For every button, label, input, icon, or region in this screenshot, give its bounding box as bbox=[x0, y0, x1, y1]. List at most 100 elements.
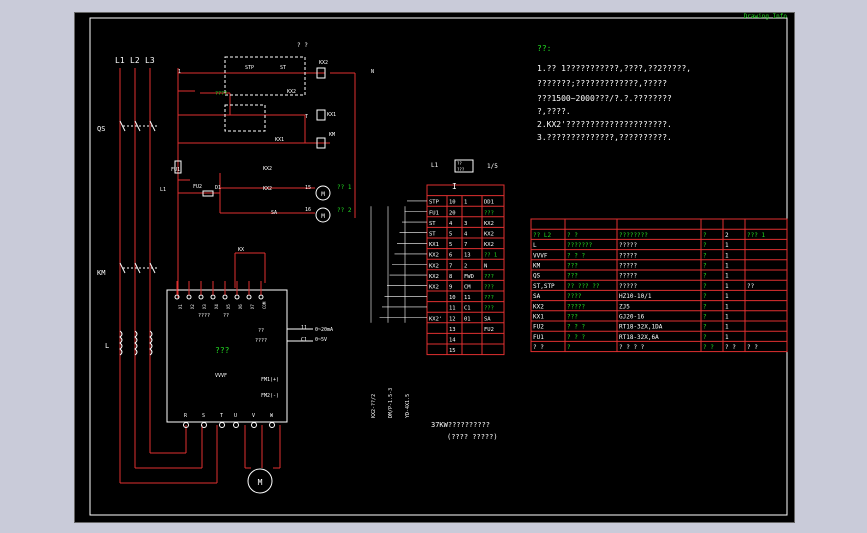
label-stp: STP bbox=[245, 65, 254, 71]
bom-cell: ????? bbox=[619, 242, 637, 249]
bom-cell: ??? bbox=[567, 314, 578, 321]
terminal-cell: 8 bbox=[449, 274, 452, 280]
vfd-out-v2: 0~5V bbox=[315, 337, 327, 343]
fuse-fu2 bbox=[202, 190, 214, 197]
label-qq1: ? ? bbox=[297, 42, 308, 49]
terminal-cell: STP bbox=[429, 200, 440, 206]
label-qs: QS bbox=[97, 125, 105, 133]
vfd-out-v1: 0~20mA bbox=[315, 327, 333, 333]
terminal-cell: FU1 bbox=[429, 210, 439, 216]
bom-cell: ? bbox=[703, 283, 707, 290]
bom-cell: RT18-32X,6A bbox=[619, 334, 659, 341]
fuse-fu1 bbox=[174, 160, 182, 174]
terminal-vertical-labels: KX2-??/2 DM/P-1.5-3 YD-4X1.5 bbox=[371, 388, 411, 418]
coil-note-box1: ?? bbox=[457, 161, 462, 166]
qs-switch bbox=[119, 120, 157, 132]
vfd-top-terminal bbox=[258, 294, 264, 300]
vfd-fm1: FM1(+) bbox=[261, 377, 279, 383]
terminal-cell: 10 bbox=[449, 295, 456, 301]
stp-st-dashed-box bbox=[224, 56, 306, 96]
terminal-cell: 15 bbox=[449, 348, 456, 354]
terminal-cell: KX2 bbox=[429, 253, 439, 259]
drawing-sheet: Drawing Info L1 L2 L3 bbox=[74, 12, 795, 523]
vfd-bottom-terminal bbox=[233, 422, 239, 428]
vfd-top-terminal-label: X1 bbox=[178, 304, 183, 309]
terminal-cell: KX2 bbox=[429, 263, 439, 269]
vfd-top-terminal-label: X5 bbox=[226, 304, 231, 309]
terminal-cell: 6 bbox=[449, 253, 452, 259]
bom-cell: ? ? ? bbox=[567, 252, 585, 259]
bom-cell: ??? bbox=[567, 263, 578, 270]
bom-cell: ? ? ? ? bbox=[619, 344, 645, 351]
terminal-cell: 11 bbox=[449, 306, 456, 312]
terminal-cell: N bbox=[484, 263, 487, 269]
label-l: L bbox=[105, 342, 109, 350]
coil-note-mark: 1/5 bbox=[487, 163, 498, 170]
vlabel-2: DM/P-1.5-3 bbox=[388, 388, 394, 418]
phase-label-l3: L3 bbox=[145, 56, 155, 65]
vfd-bottom-terminal bbox=[201, 422, 207, 428]
lamp1-letter: M bbox=[321, 191, 325, 198]
bom-cell: GJ20-16 bbox=[619, 314, 645, 321]
terminal-cell: 20 bbox=[449, 210, 456, 216]
vlabel-1: KX2-??/2 bbox=[371, 394, 377, 418]
bom-cell: 1 bbox=[725, 242, 729, 249]
terminal-cell: 13 bbox=[464, 253, 471, 259]
bom-cell: ???? bbox=[567, 293, 582, 300]
bom-cell: HZ10-10/1 bbox=[619, 293, 652, 300]
bom-cell: ? bbox=[703, 252, 707, 259]
vfd-out-q2: ???? bbox=[255, 338, 267, 344]
label-green-q: ???? bbox=[215, 91, 227, 97]
bom-table: ?? L2? ??????????2??? 1L?????????????1VV… bbox=[530, 218, 788, 353]
indicator-lamp-1 bbox=[315, 185, 331, 201]
vfd-top-terminal bbox=[246, 294, 252, 300]
vfd-top-terminal bbox=[234, 294, 240, 300]
reactor-l bbox=[119, 330, 153, 356]
terminal-cell: 11 bbox=[464, 295, 471, 301]
terminal-header: I bbox=[452, 182, 457, 191]
vfd-q2: ?? bbox=[223, 313, 229, 319]
bom-cell: RT18-32X,1DA bbox=[619, 324, 663, 331]
vfd-top-terminal bbox=[210, 294, 216, 300]
notes-line-2: ???????;?????????????,????? bbox=[537, 79, 667, 88]
terminal-cell: KX2 bbox=[429, 285, 439, 291]
terminal-cell: 4 bbox=[449, 221, 453, 227]
title-tag: Drawing Info bbox=[744, 13, 788, 20]
bom-cell: ? bbox=[703, 303, 707, 310]
terminal-cell: KX2 bbox=[484, 232, 494, 238]
terminal-cell: ??? bbox=[484, 306, 494, 312]
notes-block: ??: 1.?? 1???????????,????,??2?????, ???… bbox=[537, 44, 691, 142]
bom-cell: ????? bbox=[619, 263, 637, 270]
bom-cell: ? ? bbox=[747, 344, 758, 351]
terminal-cell: 2 bbox=[464, 263, 467, 269]
terminal-cell: 12 bbox=[449, 316, 456, 322]
motor-letter: M bbox=[258, 478, 263, 487]
label-st: ST bbox=[280, 65, 286, 71]
label-green-2: ?? 2 bbox=[337, 207, 352, 214]
bom-cell: 1 bbox=[725, 303, 729, 310]
vfd-bottom-terminal bbox=[219, 422, 225, 428]
terminal-cell: 10 bbox=[449, 200, 456, 206]
terminal-cell: 7 bbox=[464, 242, 467, 248]
terminal-cell: ??? bbox=[484, 274, 494, 280]
vfd-bottom-terminal-label: W bbox=[270, 413, 274, 419]
terminal-cell: CM bbox=[464, 285, 471, 291]
terminal-cell: FWD bbox=[464, 274, 474, 280]
terminal-cell: 9 bbox=[449, 285, 452, 291]
bom-cell: ? bbox=[567, 344, 571, 351]
bom-cell: SA bbox=[533, 293, 541, 300]
indicator-lamp-2 bbox=[315, 207, 331, 223]
vfd-bottom-terminal-label: U bbox=[234, 413, 237, 419]
vfd-top-terminal bbox=[222, 294, 228, 300]
label-kx1-contact: KX1 bbox=[275, 137, 284, 143]
vfd-center-green: ??? bbox=[215, 346, 230, 355]
vfd-bottom-terminal bbox=[251, 422, 257, 428]
bom-cell: ? bbox=[703, 293, 707, 300]
label-kx2-low: KX2 bbox=[263, 186, 272, 192]
coil-note-box bbox=[454, 159, 474, 173]
bom-cell: ??? 1 bbox=[747, 232, 765, 239]
bom-cell: ?? bbox=[747, 283, 755, 290]
motor-symbol bbox=[247, 468, 273, 494]
label-kx2-top: KX2 bbox=[287, 89, 296, 95]
